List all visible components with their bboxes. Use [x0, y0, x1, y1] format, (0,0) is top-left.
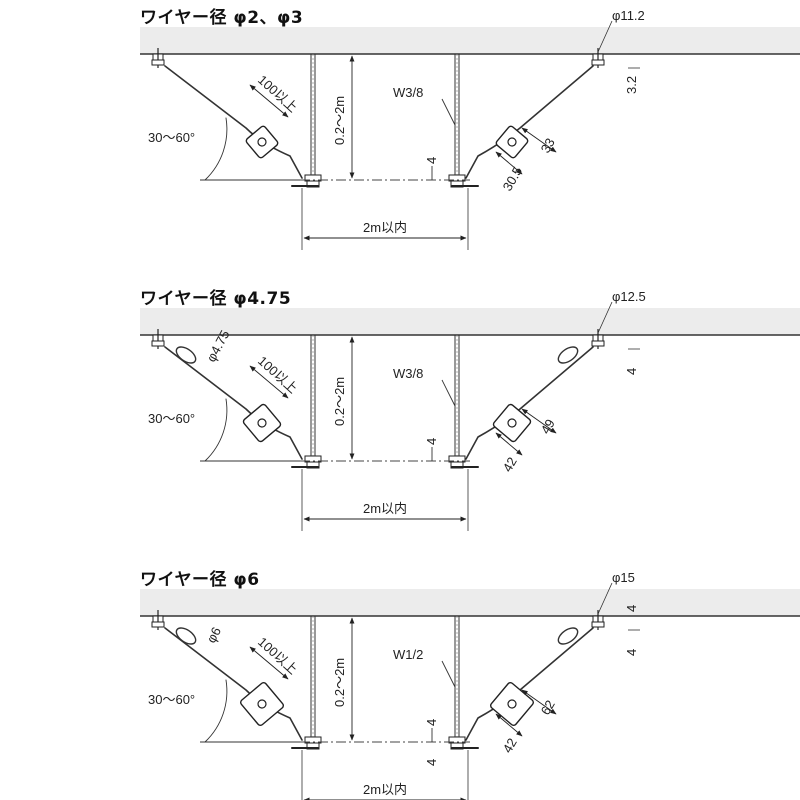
span-label: 2m以内 — [363, 501, 407, 516]
ceiling-anchor-washer — [151, 621, 165, 628]
anchor-offset-label: 4 — [624, 368, 639, 375]
clamp-bolt — [507, 699, 517, 709]
clamp-dim-b-label: 42 — [500, 454, 520, 474]
anchor-offset-2-label: 4 — [624, 605, 639, 612]
clamp-dim-b — [495, 713, 523, 737]
wire-clamp-left — [239, 681, 285, 727]
brace-section-2: 30～60°100以上φ4.750.2～2mW3/8449422m以内φ12.5… — [140, 289, 800, 531]
clamp-dim-a — [521, 408, 557, 434]
angle-arc — [204, 679, 228, 743]
gap-label: 4 — [424, 157, 439, 164]
section-2-title: ワイヤー径 φ4.75 — [140, 289, 292, 309]
hole-diameter-label: φ12.5 — [612, 289, 646, 304]
ceiling-slab — [140, 27, 800, 54]
span-label: 2m以内 — [363, 220, 407, 235]
wire-clamp-right — [489, 681, 535, 727]
drop-label: 0.2～2m — [332, 658, 347, 707]
length-min-dim — [249, 646, 289, 680]
clamp-bolt — [257, 699, 267, 709]
ceiling-anchor-washer — [591, 340, 605, 347]
clamp-bolt — [257, 418, 267, 428]
ceiling-anchor-washer — [591, 59, 605, 66]
rod-size-label: W1/2 — [393, 647, 423, 662]
angle-label: 30～60° — [148, 692, 195, 707]
wire-loop-left — [175, 346, 197, 364]
clamp-bolt — [507, 137, 517, 147]
anchor-offset-label: 3.2 — [624, 76, 639, 94]
rod-size-label: W3/8 — [393, 366, 423, 381]
length-min-dim — [249, 365, 289, 399]
length-min-dim — [249, 84, 289, 118]
anchor-offset-label: 4 — [624, 649, 639, 656]
brace-wire-right — [465, 65, 594, 179]
angle-label: 30～60° — [148, 130, 195, 145]
hole-leader — [597, 20, 613, 53]
rod-leader — [441, 98, 456, 126]
gap-label: 4 — [424, 719, 439, 726]
wire-clamp-right — [492, 403, 532, 443]
gap-lower-label: 4 — [424, 759, 439, 766]
wire-clamp-left — [245, 125, 279, 159]
ceiling-slab — [140, 589, 800, 616]
drop-label: 0.2～2m — [332, 377, 347, 426]
brace-wire-right — [465, 627, 594, 741]
rod-leader — [441, 379, 456, 407]
clamp-dim-a — [521, 127, 557, 153]
wire-clamp-left — [242, 403, 282, 443]
clamp-bolt — [257, 137, 267, 147]
ceiling-slab — [140, 308, 800, 335]
ceiling-anchor-washer — [151, 59, 165, 66]
clamp-dim-b-label: 42 — [500, 735, 520, 755]
clamp-dim-a-label: 49 — [538, 416, 558, 436]
wire-diameter-label: φ6 — [203, 625, 224, 646]
gap-label: 4 — [424, 438, 439, 445]
ceiling-anchor-washer — [151, 340, 165, 347]
hole-diameter-label: φ15 — [612, 570, 635, 585]
brace-wire-left — [164, 627, 303, 741]
hole-leader — [597, 582, 613, 615]
clamp-dim-a-label: 33 — [538, 135, 558, 155]
wire-loop-left — [175, 627, 197, 645]
section-3-title: ワイヤー径 φ6 — [140, 570, 260, 590]
hole-leader — [597, 301, 613, 334]
wire-loop-right — [557, 346, 579, 364]
angle-arc — [204, 117, 228, 181]
clamp-dim-b-label: 30.5 — [500, 164, 526, 193]
rod-leader — [441, 660, 456, 688]
drop-label: 0.2～2m — [332, 96, 347, 145]
clamp-bolt — [507, 418, 517, 428]
clamp-dim-b — [495, 432, 523, 456]
rod-size-label: W3/8 — [393, 85, 423, 100]
angle-arc — [204, 398, 228, 462]
angle-label: 30～60° — [148, 411, 195, 426]
ceiling-anchor-washer — [591, 621, 605, 628]
span-label: 2m以内 — [363, 782, 407, 797]
section-1-title: ワイヤー径 φ2、φ3 — [140, 8, 304, 28]
clamp-dim-b — [495, 151, 523, 175]
clamp-dim-a — [521, 689, 557, 715]
wire-clamp-right — [495, 125, 529, 159]
brace-wire-right — [465, 346, 594, 460]
clamp-dim-a-label: 62 — [538, 697, 558, 717]
brace-wire-left — [164, 65, 303, 179]
hole-diameter-label: φ11.2 — [612, 8, 645, 23]
brace-wire-left — [164, 346, 303, 460]
wire-loop-right — [557, 627, 579, 645]
